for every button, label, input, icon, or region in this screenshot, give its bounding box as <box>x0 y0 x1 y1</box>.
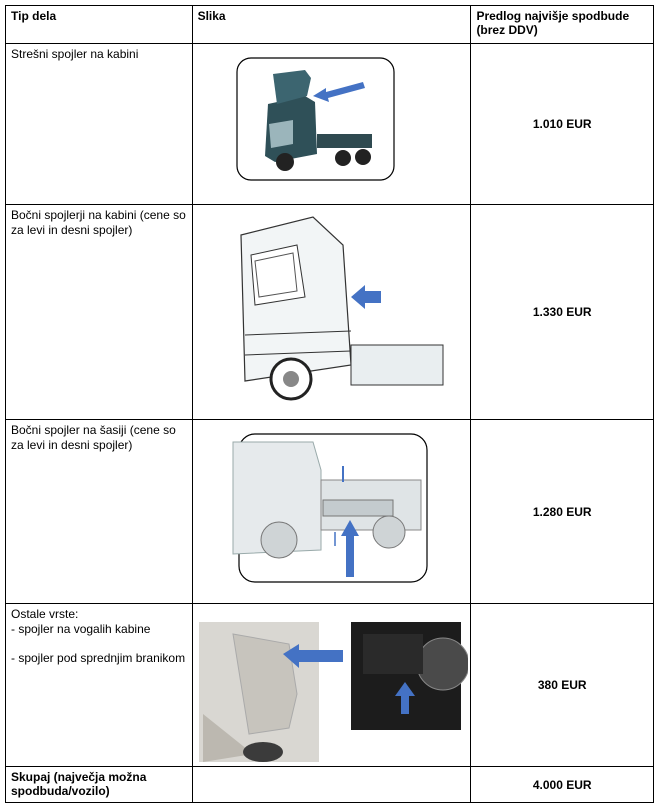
image-cell <box>191 603 472 767</box>
other-spoilers-image <box>198 622 468 762</box>
total-image-cell <box>191 766 472 803</box>
part-name: Bočni spojler na šasiji (cene so za levi… <box>5 419 193 604</box>
table-row: Bočni spojler na šasiji (cene so za levi… <box>5 419 654 604</box>
sub-item: - spojler na vogalih kabine <box>11 622 151 636</box>
part-name: Ostale vrste: <box>11 607 79 621</box>
part-name: Bočni spojlerji na kabini (cene so za le… <box>5 204 193 420</box>
image-cell <box>191 204 472 420</box>
chassis-spoiler-image <box>232 433 428 583</box>
sub-item: - spojler pod sprednjim branikom <box>11 651 186 665</box>
price: 1.280 EUR <box>470 419 654 604</box>
header-row: Tip dela Slika Predlog najvišje spodbude… <box>5 5 654 44</box>
total-label: Skupaj (največja možna spodbuda/vozilo) <box>5 766 193 803</box>
spoiler-support-table: Tip dela Slika Predlog najvišje spodbude… <box>5 5 654 803</box>
header-max-support: Predlog najvišje spodbude (brez DDV) <box>470 5 654 44</box>
total-price: 4.000 EUR <box>470 766 654 803</box>
part-description: Ostale vrste: - spojler na vogalih kabin… <box>5 603 193 767</box>
image-cell <box>191 419 472 604</box>
header-part-type: Tip dela <box>5 5 193 44</box>
header-image: Slika <box>191 5 472 44</box>
roof-spoiler-image <box>235 57 395 181</box>
table-row: Bočni spojlerji na kabini (cene so za le… <box>5 204 654 420</box>
price: 1.010 EUR <box>470 43 654 205</box>
image-cell <box>191 43 472 205</box>
total-row: Skupaj (največja možna spodbuda/vozilo) … <box>5 766 654 803</box>
table-row: Strešni spojler na kabini 1.010 EUR <box>5 43 654 205</box>
price: 380 EUR <box>470 603 654 767</box>
table-row: Ostale vrste: - spojler na vogalih kabin… <box>5 603 654 767</box>
side-cab-spoiler-image <box>239 216 444 401</box>
price: 1.330 EUR <box>470 204 654 420</box>
part-name: Strešni spojler na kabini <box>5 43 193 205</box>
